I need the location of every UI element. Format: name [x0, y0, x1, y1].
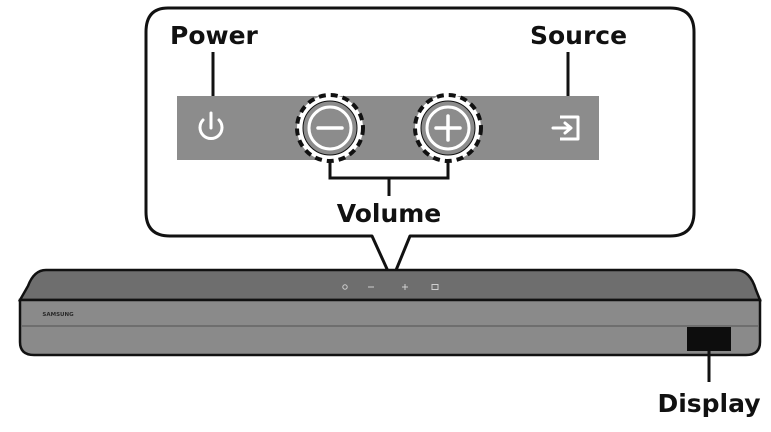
soundbar-top	[20, 270, 760, 300]
soundbar-front	[20, 300, 760, 355]
volume-down-button[interactable]	[297, 95, 363, 161]
control-panel	[177, 96, 599, 160]
power-label: Power	[170, 21, 259, 50]
display-window	[687, 327, 731, 351]
brand-logo: SAMSUNG	[42, 312, 74, 318]
volume-label: Volume	[337, 199, 442, 228]
soundbar: SAMSUNG	[20, 270, 760, 355]
volume-up-button[interactable]	[415, 95, 481, 161]
source-label: Source	[530, 21, 627, 50]
display-label: Display	[657, 389, 760, 418]
